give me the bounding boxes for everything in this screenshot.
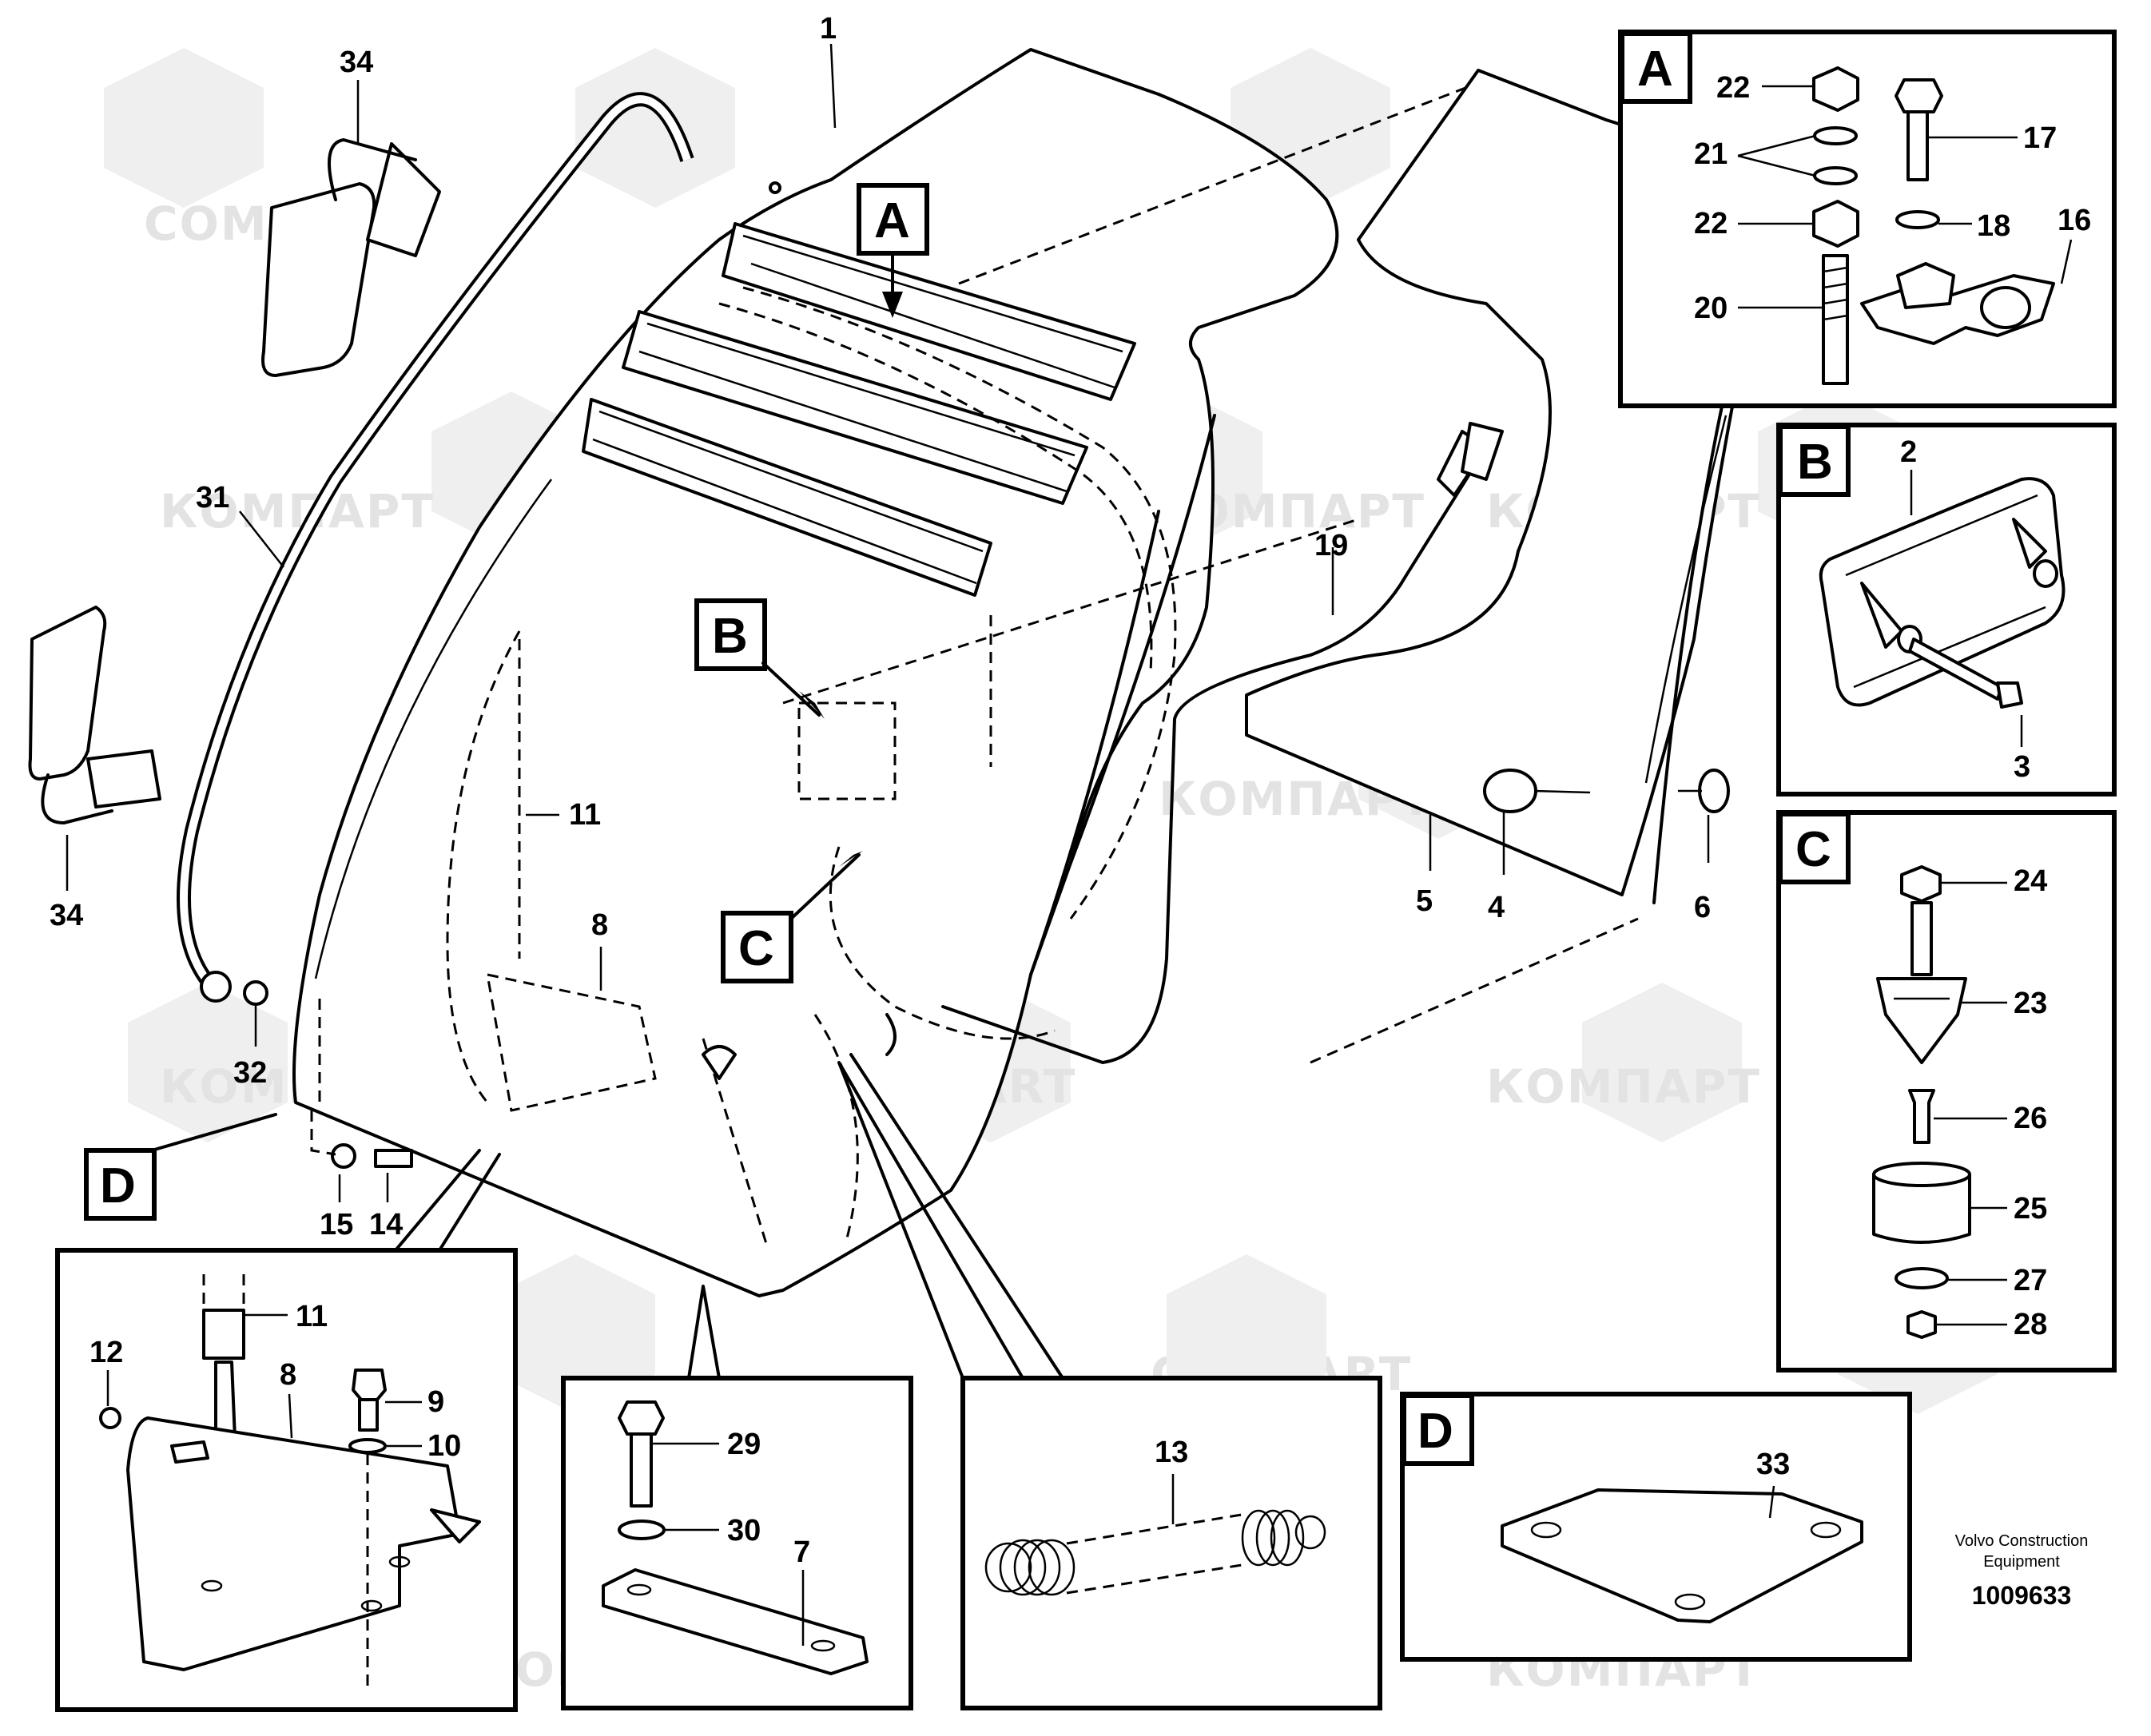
drawing-number: 1009633 (1972, 1581, 2072, 1610)
callout-20: 20 (1694, 292, 1728, 325)
callout-19: 19 (1314, 529, 1348, 562)
mirror-lower (28, 606, 161, 824)
detail-box-bracket: 11 12 8 9 10 (55, 1149, 518, 1712)
callout-18: 18 (1977, 209, 2010, 243)
view-marker-C: C (721, 851, 863, 983)
callout-32: 32 (233, 1056, 267, 1090)
callout-4: 4 (1488, 891, 1505, 924)
callout-24: 24 (2014, 864, 2047, 898)
spring-coil (984, 1509, 1326, 1596)
callout-1: 1 (820, 12, 837, 46)
bracket-hidden (318, 639, 897, 1112)
construction-lines (782, 78, 1639, 1064)
callout-6: 6 (1694, 891, 1711, 924)
detail-box-bumper: 29 30 7 (561, 1285, 913, 1710)
callout-10: 10 (427, 1429, 461, 1463)
callout-23: 23 (2014, 987, 2047, 1020)
callout-17: 17 (2023, 121, 2057, 155)
callout-33: 33 (1756, 1448, 1790, 1481)
mirror-arm (177, 92, 694, 1006)
callout-22-bottom: 22 (1694, 207, 1728, 240)
view-marker-A: A (857, 183, 929, 318)
callout-2: 2 (1900, 435, 1917, 469)
callout-3: 3 (2014, 750, 2030, 784)
callout-34-upper: 34 (340, 46, 373, 79)
callout-16: 16 (2058, 204, 2091, 237)
svg-text:КОМПАРТ: КОМПАРТ (1486, 1059, 1761, 1114)
callout-14: 14 (369, 1208, 403, 1241)
hardware-14-15 (310, 1110, 413, 1169)
callout-5: 5 (1416, 884, 1433, 918)
callout-25: 25 (2014, 1192, 2047, 1226)
detail-box-B: B 2 3 (1776, 423, 2117, 796)
view-marker-D: D (84, 1113, 277, 1221)
svg-text:C: C (738, 921, 774, 976)
detail-box-C: C 24 23 26 25 27 28 (1776, 810, 2117, 1373)
footer-company-line2: Equipment (1983, 1553, 2060, 1571)
engine-hood (292, 48, 1501, 1297)
svg-text:D: D (1417, 1404, 1453, 1459)
mirror-upper (261, 138, 441, 377)
main-callouts: 1 34 34 31 32 11 8 15 14 19 5 4 6 (50, 12, 1711, 1241)
view-marker-B: B (694, 598, 825, 719)
svg-text:B: B (712, 609, 748, 664)
callout-9: 9 (427, 1385, 444, 1419)
callout-29: 29 (727, 1428, 761, 1461)
callout-21: 21 (1694, 137, 1728, 171)
svg-text:C: C (1795, 822, 1831, 877)
callout-22-top: 22 (1716, 71, 1750, 105)
footer-company-line1: Volvo Construction (1955, 1532, 2089, 1550)
release-cable (941, 422, 1504, 1064)
callout-12: 12 (89, 1336, 123, 1369)
callout-7: 7 (793, 1535, 810, 1569)
detail-box-A: A 22 21 22 20 17 18 16 (1618, 30, 2117, 408)
callout-11: 11 (569, 798, 601, 832)
callout-15: 15 (320, 1208, 353, 1241)
callout-27: 27 (2014, 1264, 2047, 1297)
svg-text:D: D (100, 1158, 136, 1214)
detail-box-D: D 33 (1400, 1392, 1912, 1662)
watermark-tile: КОМПАРТ (1486, 983, 1761, 1142)
callout-26: 26 (2014, 1102, 2047, 1135)
detail-box-spring: 13 (837, 1053, 1382, 1710)
svg-text:A: A (874, 193, 910, 248)
callout-8-detail: 8 (280, 1358, 296, 1392)
svg-text:КОМПАРТ: КОМПАРТ (160, 484, 435, 538)
svg-text:B: B (1797, 435, 1833, 490)
hardware-4-6 (1483, 769, 1730, 813)
callout-8: 8 (591, 908, 608, 942)
svg-text:A: A (1637, 42, 1673, 97)
callout-30: 30 (727, 1514, 761, 1547)
callout-13: 13 (1155, 1436, 1188, 1469)
callout-28: 28 (2014, 1308, 2047, 1341)
callout-31: 31 (196, 481, 229, 514)
drawing-footer: Volvo Construction Equipment 1009633 (1955, 1532, 2089, 1610)
callout-11-detail: 11 (296, 1300, 328, 1333)
callout-34-lower: 34 (50, 899, 83, 932)
